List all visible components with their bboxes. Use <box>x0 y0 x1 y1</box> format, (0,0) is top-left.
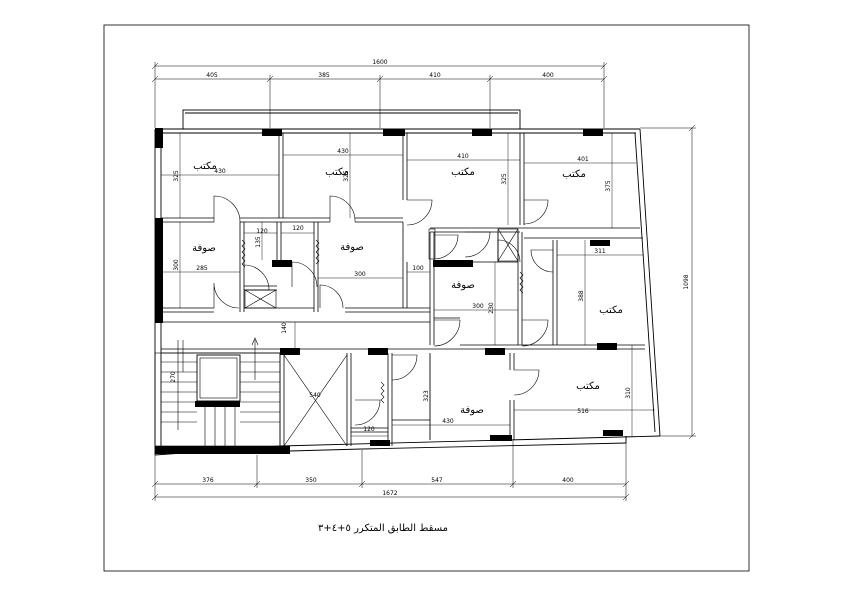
dim-wc-3-width: 120 <box>363 426 375 433</box>
dim-top-2: 385 <box>318 72 330 79</box>
dim-kitchen-width: 100 <box>412 265 424 272</box>
internal-dimension-lines <box>161 133 655 440</box>
dim-office-6-depth: 310 <box>625 387 632 399</box>
light-shaft <box>283 354 348 447</box>
room-label-office-1: مكتب <box>193 161 217 172</box>
dim-office-5-width: 311 <box>594 248 606 255</box>
dim-office-3-depth: 325 <box>501 173 508 185</box>
dim-hall-4-depth: 323 <box>423 390 430 402</box>
dim-office-5-depth: 388 <box>578 290 585 302</box>
dim-bottom-1: 376 <box>202 477 214 484</box>
dim-top-total: 1600 <box>372 59 387 66</box>
drawing-frame <box>103 24 750 572</box>
dim-right-total: 1098 <box>683 274 690 289</box>
dim-top-1: 405 <box>206 72 218 79</box>
room-label-office-6: مكتب <box>576 381 600 392</box>
door-swings <box>213 195 554 426</box>
zigzag-marks <box>241 239 524 404</box>
dim-office-2-depth: 325 <box>343 170 350 182</box>
dim-top-3: 410 <box>429 72 441 79</box>
room-label-office-2: مكتب <box>325 167 349 178</box>
staircase <box>154 337 281 447</box>
dim-bottom-4: 400 <box>562 477 574 484</box>
dim-office-6-width: 516 <box>577 408 589 415</box>
dim-office-1-depth: 325 <box>173 170 180 182</box>
room-label-office-4: مكتب <box>562 169 586 180</box>
plan-title: مسقط الطابق المتكرر ٥+٤+٣ <box>318 523 448 534</box>
room-label-office-5: مكتب <box>599 305 623 316</box>
dim-hall-3-width: 300 <box>472 303 484 310</box>
bottom-dimension-chain <box>151 436 630 501</box>
dim-hall-2-width: 300 <box>354 271 366 278</box>
right-dimension-chain <box>640 124 696 440</box>
wc-block-left <box>244 228 519 309</box>
dim-corridor-depth: 140 <box>281 322 288 334</box>
dim-hall-1-depth: 300 <box>173 259 180 271</box>
room-label-hall-4: صوفة <box>460 405 484 416</box>
columns <box>155 128 623 454</box>
dim-bottom-3: 547 <box>431 477 443 484</box>
dim-wc-1-width: 120 <box>292 225 304 232</box>
dim-office-2-width: 430 <box>337 148 349 155</box>
dim-wc-2-width: 120 <box>256 228 268 235</box>
dim-wc-2-depth: 135 <box>255 236 262 248</box>
room-label-hall-1: صوفة <box>192 243 216 254</box>
dim-bottom-2: 350 <box>305 477 317 484</box>
dim-top-4: 400 <box>542 72 554 79</box>
room-label-hall-3: صوفة <box>451 280 475 291</box>
dim-office-4-depth: 375 <box>605 180 612 192</box>
dim-office-4-width: 401 <box>577 156 589 163</box>
top-dimension-chain <box>151 62 608 128</box>
dim-hall-4-width: 430 <box>442 418 454 425</box>
dim-bottom-total: 1672 <box>382 490 397 497</box>
dim-office-3-width: 410 <box>457 153 469 160</box>
room-label-hall-2: صوفة <box>340 242 364 253</box>
dim-stair-width: 270 <box>170 371 177 383</box>
dim-hall-3-depth: 230 <box>488 302 495 314</box>
dim-shaft-width: 540 <box>309 392 321 399</box>
room-label-office-3: مكتب <box>451 167 475 178</box>
dim-hall-1-width: 285 <box>196 265 208 272</box>
dim-office-1-width: 430 <box>214 168 226 175</box>
